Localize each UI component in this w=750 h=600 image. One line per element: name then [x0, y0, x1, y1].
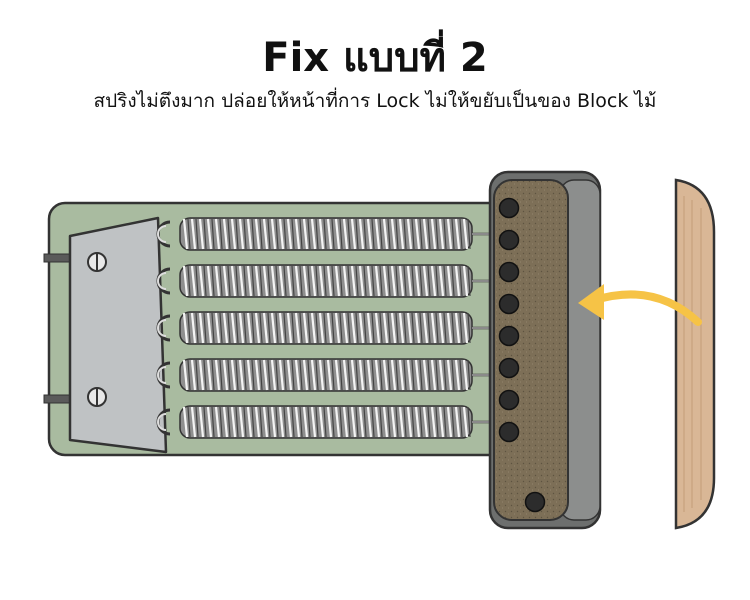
- block-hole: [498, 325, 520, 347]
- block-hole: [524, 491, 546, 513]
- tremolo-block: [488, 170, 602, 530]
- spring: [156, 311, 508, 345]
- push-arrow-icon: [578, 284, 702, 326]
- spring: [156, 358, 508, 392]
- spring: [156, 405, 508, 439]
- page-subtitle: สปริงไม่ตึงมาก ปล่อยให้หน้าที่การ Lock ไ…: [93, 90, 657, 112]
- block-holes: [498, 197, 546, 513]
- spring: [156, 217, 508, 251]
- wood-block: [674, 178, 716, 530]
- block-hole: [498, 389, 520, 411]
- page-title: Fix แบบที่ 2: [262, 35, 488, 81]
- block-hole: [498, 261, 520, 283]
- spring: [156, 264, 508, 298]
- block-hole: [498, 293, 520, 315]
- block-hole: [498, 421, 520, 443]
- wood-grain: [683, 196, 702, 512]
- block-hole: [498, 357, 520, 379]
- claw-screw-heads: [87, 252, 107, 407]
- tremolo-claw: [68, 216, 168, 454]
- block-hole: [498, 229, 520, 251]
- block-hole: [498, 197, 520, 219]
